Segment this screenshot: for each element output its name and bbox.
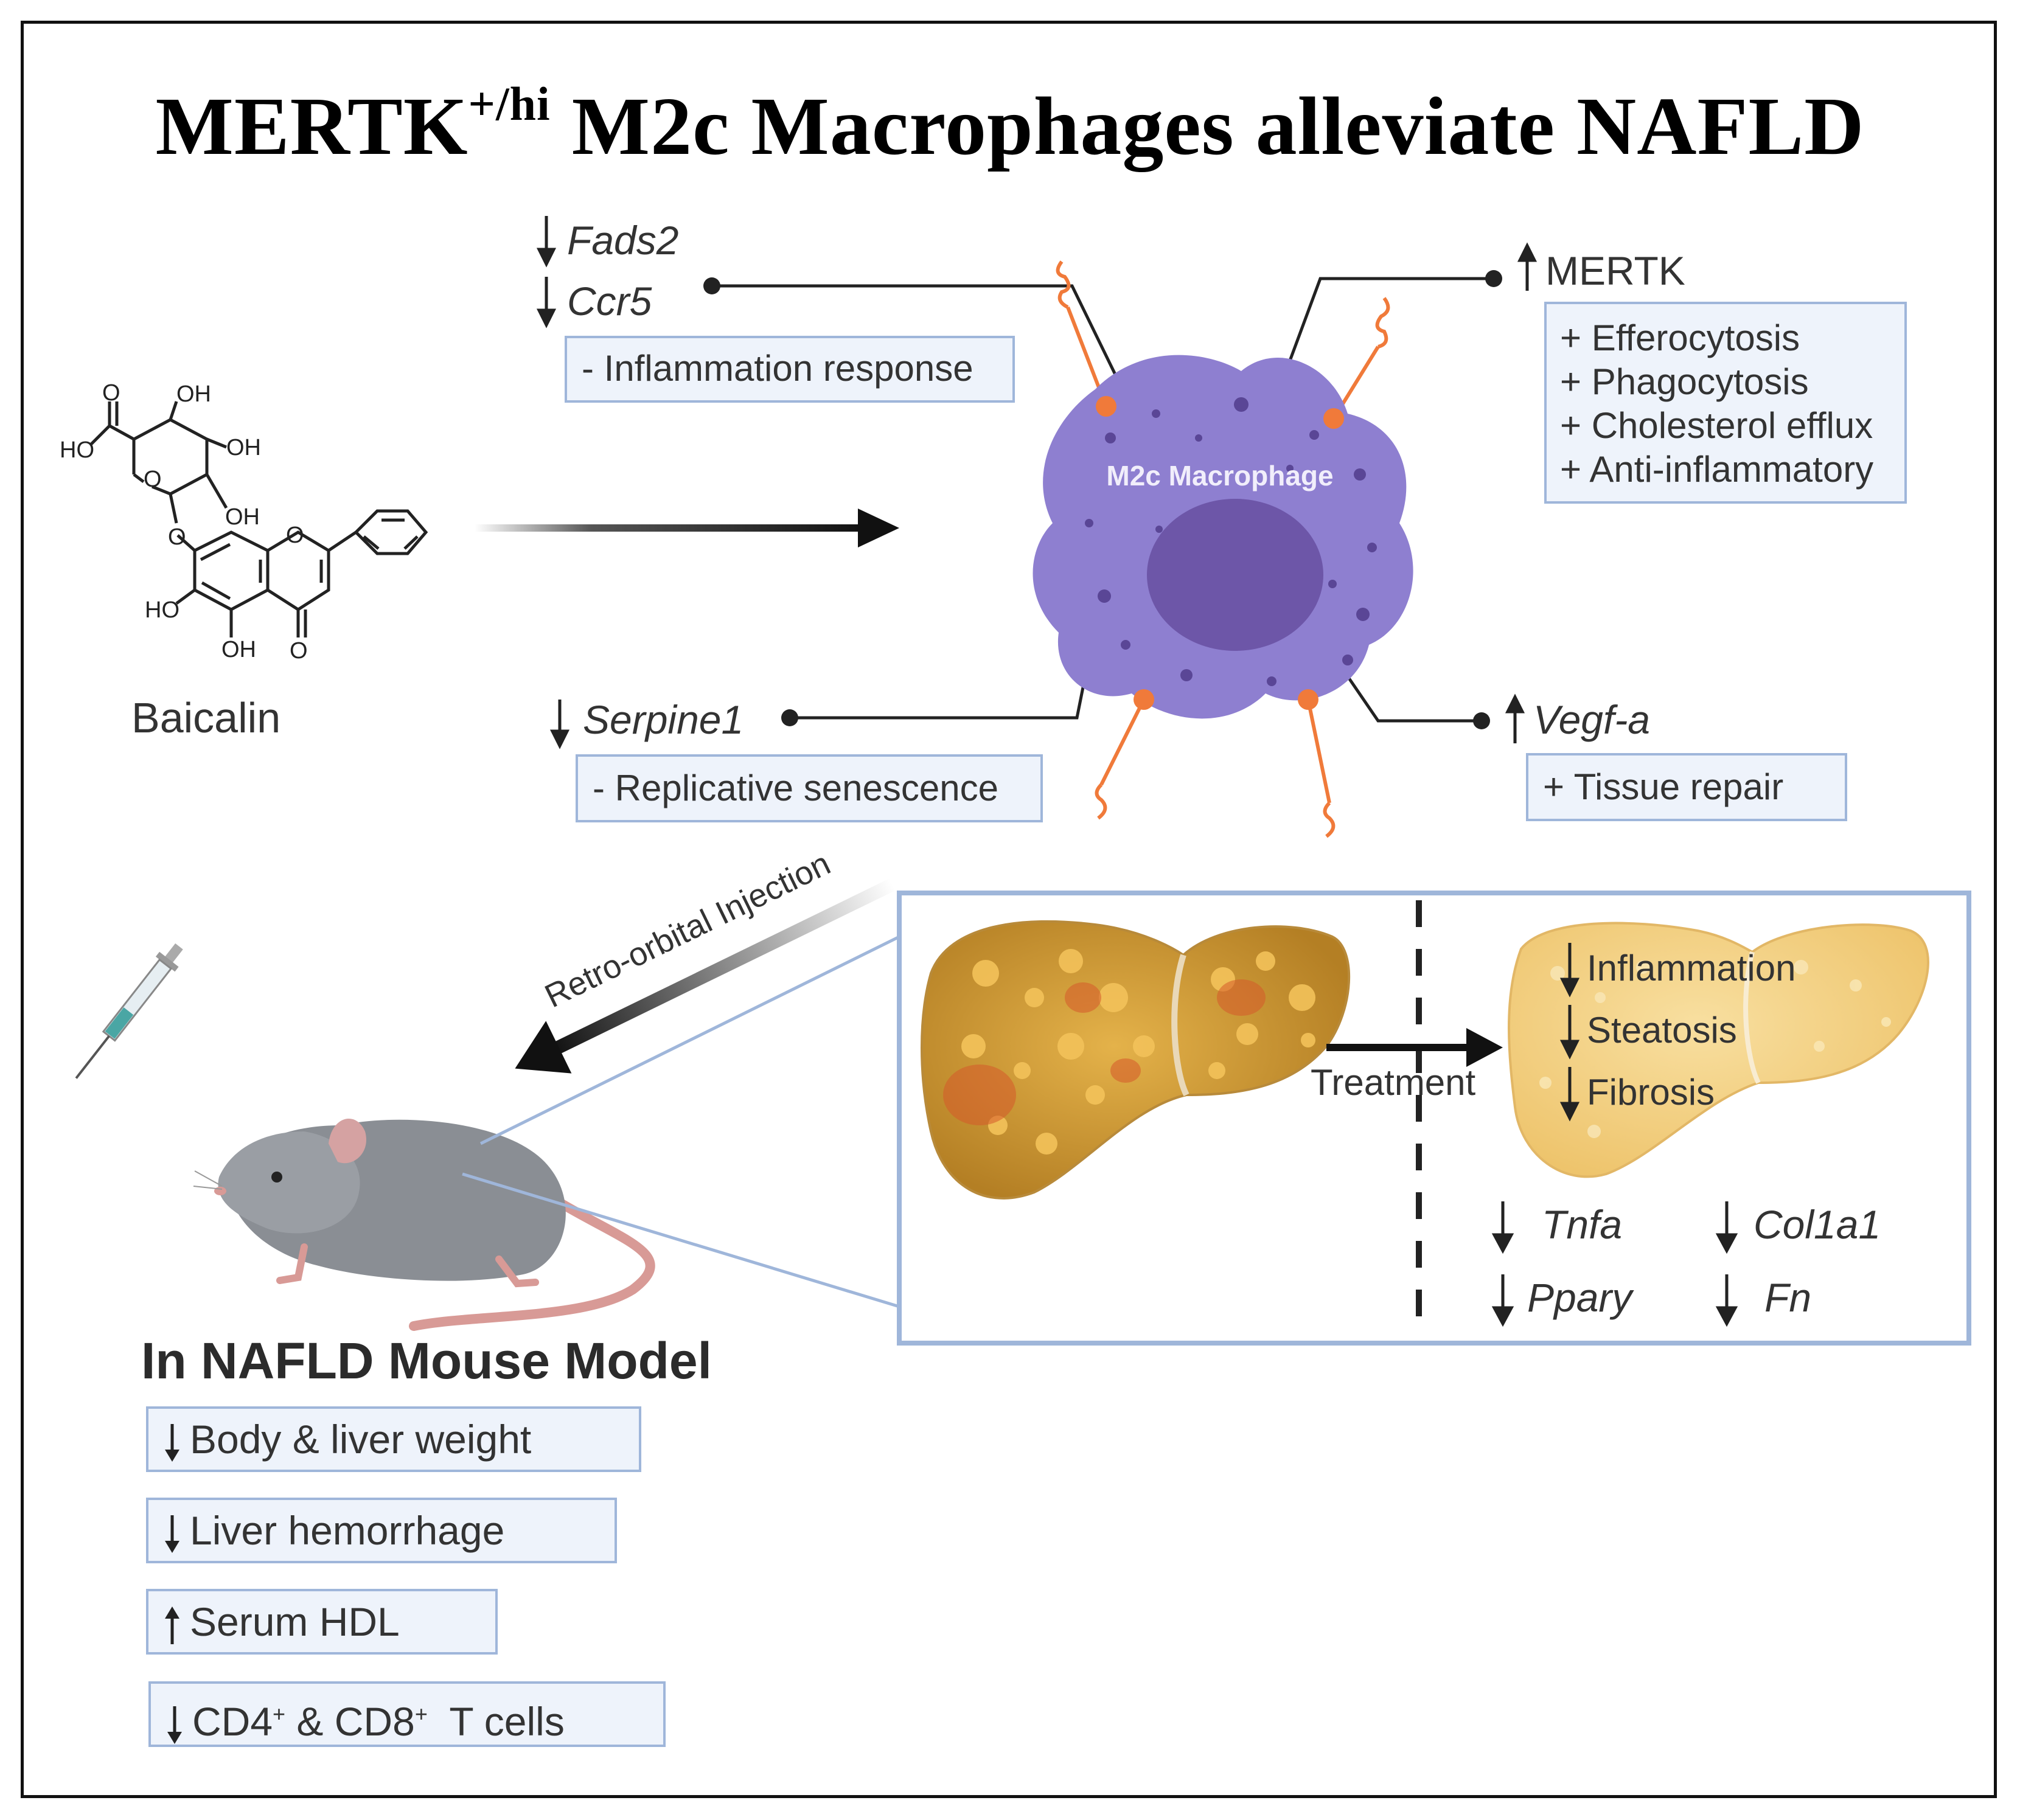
baicalin-structure bbox=[90, 401, 428, 637]
outcome-fibrosis: Fibrosis bbox=[1587, 1072, 1715, 1113]
effect-anti-inflammatory: + Anti-inflammatory bbox=[1560, 449, 1874, 490]
figure-title: MERTK+/hi M2c Macrophages alleviate NAFL… bbox=[155, 77, 1865, 172]
svg-text:OH: OH bbox=[225, 504, 260, 530]
cell-connectors bbox=[712, 277, 1494, 723]
figure-frame bbox=[21, 21, 1997, 1798]
svg-text:OH: OH bbox=[221, 637, 256, 662]
cell-label: M2c Macrophage bbox=[1106, 460, 1333, 491]
treatment-arrow-to-cell bbox=[475, 509, 899, 547]
injection-arrow bbox=[515, 878, 896, 1074]
syringe-icon bbox=[75, 943, 183, 1079]
effect-phagocytosis: + Phagocytosis bbox=[1560, 361, 1809, 402]
mouse-illustration bbox=[193, 1118, 655, 1331]
svg-text:OH: OH bbox=[226, 435, 261, 460]
baicalin-atoms: O OH HO OH O OH O O HO OH O bbox=[60, 380, 308, 664]
down-arrow-icon bbox=[165, 1515, 179, 1553]
treatment-arrow bbox=[1326, 1028, 1503, 1067]
svg-text:OH: OH bbox=[176, 381, 211, 407]
svg-text:O: O bbox=[290, 638, 308, 664]
gene-mertk: MERTK bbox=[1545, 248, 1685, 293]
outcome-steatosis: Steatosis bbox=[1587, 1010, 1737, 1051]
marker-tnfa: Tnfa bbox=[1542, 1202, 1623, 1247]
svg-text:HO: HO bbox=[145, 597, 179, 623]
svg-text:O: O bbox=[286, 523, 304, 548]
zoom-lines bbox=[462, 935, 900, 1308]
svg-text:O: O bbox=[168, 524, 186, 550]
effect-liver-hemorrhage: Liver hemorrhage bbox=[146, 1498, 617, 1563]
effect-cholesterol-efflux: + Cholesterol efflux bbox=[1560, 405, 1873, 446]
marker-ppary: Ppary bbox=[1527, 1275, 1632, 1320]
box-mertk-effects: + Efferocytosis + Phagocytosis + Cholest… bbox=[1544, 302, 1907, 504]
marker-col1a1: Col1a1 bbox=[1754, 1202, 1881, 1247]
gene-arrows bbox=[536, 216, 1538, 749]
effect-body-liver-weight: Body & liver weight bbox=[146, 1406, 641, 1472]
treatment-label: Treatment bbox=[1311, 1062, 1476, 1103]
marker-arrows bbox=[1491, 1201, 1738, 1327]
liver-outcome-arrows bbox=[1559, 943, 1580, 1122]
box-inflammation-response: - Inflammation response bbox=[565, 336, 1015, 403]
marker-fn: Fn bbox=[1764, 1275, 1812, 1320]
molecule-name: Baicalin bbox=[131, 694, 281, 742]
down-arrow-icon bbox=[165, 1423, 179, 1462]
effect-efferocytosis: + Efferocytosis bbox=[1560, 318, 1800, 358]
svg-text:HO: HO bbox=[60, 437, 94, 463]
m2c-macrophage-cell bbox=[1033, 355, 1413, 719]
up-arrow-icon bbox=[165, 1606, 179, 1644]
box-tissue-repair: + Tissue repair bbox=[1526, 753, 1847, 821]
effect-serum-hdl: Serum HDL bbox=[146, 1589, 498, 1655]
healthy-liver-illustration bbox=[1508, 922, 1929, 1178]
effect-t-cells: CD4+ & CD8+ T cells bbox=[148, 1681, 666, 1747]
svg-text:O: O bbox=[144, 467, 162, 492]
mouse-model-heading: In NAFLD Mouse Model bbox=[141, 1332, 712, 1389]
fatty-liver-illustration bbox=[921, 920, 1351, 1200]
gene-ccr5: Ccr5 bbox=[567, 279, 652, 324]
down-arrow-icon bbox=[167, 1706, 182, 1744]
outcome-inflammation: Inflammation bbox=[1587, 948, 1796, 988]
box-replicative-senescence: - Replicative senescence bbox=[576, 754, 1043, 822]
gene-vegfa: Vegf-a bbox=[1533, 697, 1651, 742]
gene-fads2: Fads2 bbox=[567, 218, 679, 263]
svg-text:O: O bbox=[102, 380, 120, 406]
gene-serpine1: Serpine1 bbox=[583, 697, 744, 742]
